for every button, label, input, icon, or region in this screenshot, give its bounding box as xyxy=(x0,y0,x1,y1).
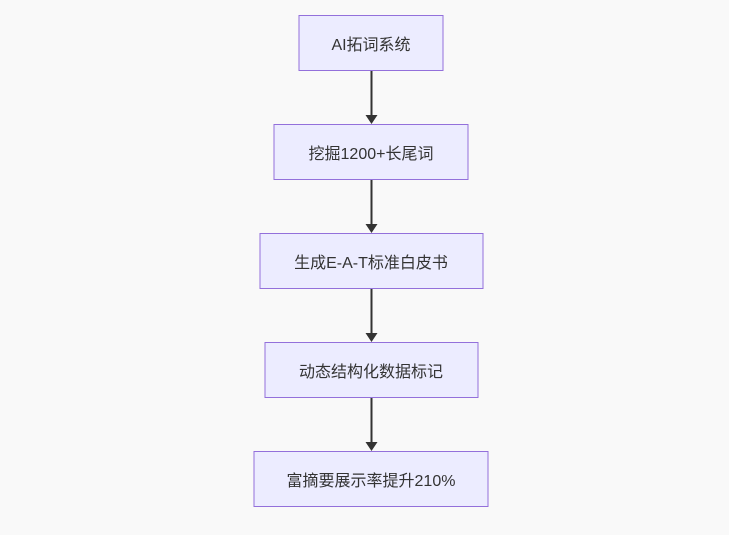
node-eat-whitepaper-generation: 生成E-A-T标准白皮书 xyxy=(259,233,483,289)
node-label: 生成E-A-T标准白皮书 xyxy=(294,255,448,272)
node-longtail-keyword-mining: 挖掘1200+长尾词 xyxy=(273,124,469,180)
node-label: 富摘要展示率提升210% xyxy=(286,473,456,490)
node-label: 动态结构化数据标记 xyxy=(298,364,443,381)
flow-arrow-down-icon xyxy=(363,180,379,233)
flow-arrow-down-icon xyxy=(363,398,379,451)
flow-arrow-down-icon xyxy=(363,71,379,124)
node-label: 挖掘1200+长尾词 xyxy=(308,146,434,163)
node-rich-snippet-rate-result: 富摘要展示率提升210% xyxy=(253,451,489,507)
node-dynamic-structured-data-markup: 动态结构化数据标记 xyxy=(264,342,478,398)
flow-arrow-down-icon xyxy=(363,289,379,342)
node-label: AI拓词系统 xyxy=(331,37,411,54)
flowchart: AI拓词系统 挖掘1200+长尾词 生成E-A-T标准白皮书 动态结构化数据标记… xyxy=(253,15,489,507)
node-ai-expansion-system: AI拓词系统 xyxy=(298,15,444,71)
